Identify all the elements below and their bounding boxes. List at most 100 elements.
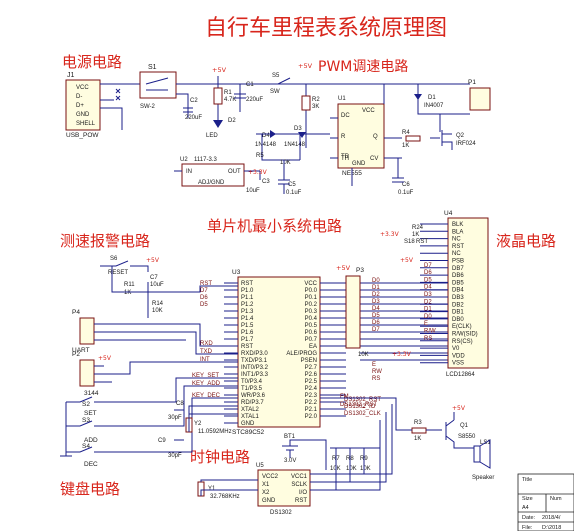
ds1302-pin-label: SCLK	[291, 482, 307, 488]
mcu-right-pin-label: P2.6	[305, 372, 318, 378]
j1-pin-label: SHELL	[76, 121, 96, 127]
vcc5-label-hall: +5V	[98, 355, 112, 362]
vcc5-label-reset: +5V	[146, 257, 160, 264]
q1-val: S8550	[458, 434, 476, 440]
key-dec-net: KEY_DEC	[192, 393, 221, 399]
mcu-right-pin-label: P2.2	[305, 400, 318, 406]
mcu-right-pin-label: P0.1	[305, 295, 318, 301]
s3-ref: S3	[82, 417, 90, 424]
r11-ref: R11	[124, 282, 135, 288]
c6-ref: C6	[402, 182, 410, 188]
mcu-right-pin-label: P0.4	[305, 316, 318, 322]
mcu-left-pin-label: P1.3	[241, 309, 254, 315]
label-speed-alarm: 测速报警电路	[60, 232, 150, 250]
battery-icon	[282, 439, 327, 470]
r14-ref: R14	[152, 301, 164, 307]
lcd-net-label: R/W	[424, 329, 436, 335]
u2-adj-pin: ADJ/GND	[198, 180, 225, 186]
y1-val: 32.768KHz	[210, 494, 240, 500]
txd-net: TXD	[200, 349, 213, 355]
sw-label: SW	[270, 89, 280, 95]
u2-in-pin: IN	[186, 169, 192, 175]
s5-ref: S5	[272, 73, 280, 79]
vcc33-label-lcd1: +3.3V	[380, 231, 400, 238]
rxd-net: RXD	[200, 341, 213, 347]
bt1-ref: BT1	[284, 434, 296, 440]
lcd-rst-label: RST	[416, 239, 428, 245]
ne555-pin-label: GND	[352, 161, 366, 167]
q2-mosfet-icon	[430, 130, 453, 150]
uart-wires	[94, 323, 238, 355]
c2-val: 220uF	[185, 115, 202, 121]
j1-pin-label: D-	[76, 94, 82, 100]
u2-wires	[174, 170, 261, 180]
c5-symbol	[278, 160, 290, 194]
tb-size-val: A4	[522, 505, 529, 511]
lcd-pin-label: VSS	[452, 361, 464, 367]
mcu-left-pin-label: INT1/P3.3	[241, 372, 269, 378]
p4-uart-connector	[79, 317, 95, 345]
label-keypad: 键盘电路	[60, 480, 120, 498]
r5-val: 10K	[280, 160, 291, 166]
speaker-label: Speaker	[472, 475, 494, 481]
mcu-left-net-label: RST	[200, 281, 212, 287]
lcd-pin-label: NC	[452, 237, 461, 243]
c2-ref: C2	[190, 98, 198, 104]
y1-wires	[200, 479, 258, 496]
lcd-u4-body	[447, 217, 489, 369]
r2-ref: R2	[312, 97, 320, 103]
main-title: 自行车里程表系统原理图	[205, 16, 447, 41]
lcd-pin-label: DB1	[452, 310, 464, 316]
lcd-net-label: D5	[424, 277, 432, 283]
mcu-left-pin-label: RD/P3.7	[241, 400, 264, 406]
r5-ref: R5	[256, 153, 264, 159]
mcu-left-pin-label: P1.1	[241, 295, 254, 301]
ne555-pin-label: TH	[341, 156, 349, 162]
usb-nc-marks	[115, 88, 121, 101]
c6-val: 0.1uF	[398, 190, 414, 196]
s2-ref: S2	[82, 401, 90, 408]
r24-ref: R24	[412, 225, 424, 231]
mcu-right-pin-label: P2.1	[305, 407, 318, 413]
ds1302-pin-label: X1	[262, 482, 270, 488]
d4-val: 1N4148	[255, 142, 277, 148]
mcu-right-pin-label: ALE/PROG	[286, 351, 317, 357]
uart-label: UART	[72, 347, 90, 354]
mcu-left-pin-label: T0/P3.4	[241, 379, 263, 385]
key-add-switch	[66, 420, 108, 427]
ds1302-pin-label: RST	[295, 498, 307, 504]
lcd-pin-label: E(CLK)	[452, 324, 472, 330]
mcu-right-net-label: D0	[372, 278, 380, 284]
lcd-pin-label: DB4	[452, 288, 464, 294]
q1-ref: Q1	[460, 423, 469, 429]
p3-val: 10K	[358, 352, 369, 358]
p4-ref: P4	[72, 309, 80, 316]
r11-val: 1K	[124, 290, 131, 296]
mcu-right-net-label: RS	[372, 376, 380, 382]
vcc5-label-mcu: +5V	[336, 264, 351, 272]
lcd-pins: BLKBLANCRSTNCPSBDB7DB6DB5DB4DB3DB2DB1DB0…	[420, 222, 478, 367]
p2-val: 3144	[84, 390, 99, 397]
u5-ref: U5	[256, 463, 264, 469]
lcd-net-label: D4	[424, 285, 432, 291]
fm-net: FM	[340, 394, 349, 400]
tb-num: Num	[550, 496, 562, 502]
mcu-right-net-label: D5	[372, 313, 380, 319]
r9-val: 10K	[360, 466, 371, 472]
mcu-right-net-label: D6	[372, 320, 380, 326]
r14-val: 10K	[152, 308, 163, 314]
ds1302-pin-label: GND	[262, 498, 276, 504]
mcu-right-pin-label: VCC	[304, 281, 317, 287]
key-set-switch	[66, 396, 108, 403]
pwm-pot-wires	[256, 133, 330, 161]
c6-symbol	[392, 158, 404, 183]
led-d2-icon	[213, 120, 223, 128]
u2-part: 1117-3.3	[194, 157, 217, 163]
lcd-net-label: D3	[424, 292, 432, 298]
mcu-left-pin-label: RXD/P3.0	[241, 351, 268, 357]
u3-ref: U3	[232, 269, 241, 276]
vcc33-label-lcd2: +3.3V	[392, 351, 412, 358]
u2-out-pin: OUT	[228, 169, 241, 175]
tb-size: Size	[522, 496, 533, 502]
